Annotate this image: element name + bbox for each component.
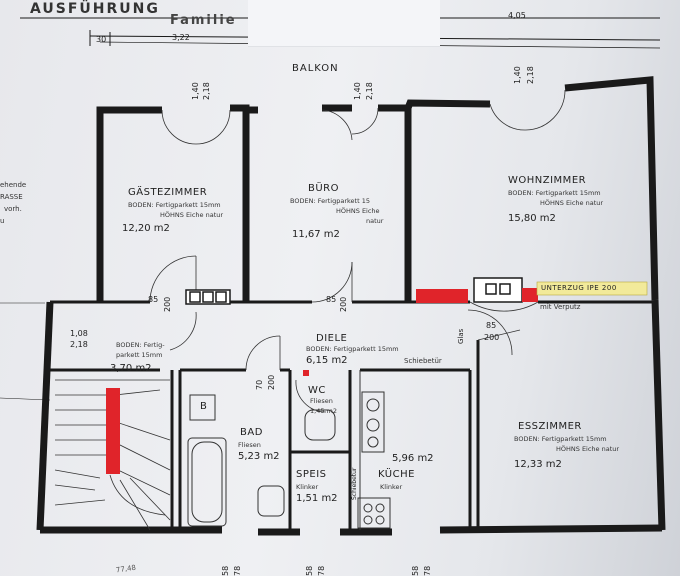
door-dim: 200	[339, 296, 348, 312]
header-subtitle: Familie	[170, 13, 237, 28]
room-floor: BODEN: Fertigparkett 15	[290, 197, 370, 205]
unterzug-highlight	[536, 281, 648, 296]
room-name-esszimmer: ESSZIMMER	[518, 421, 582, 432]
bottom-dim: 78	[233, 565, 242, 576]
verputz-label: mit Verputz	[540, 303, 581, 311]
room-area: 1,51 m2	[296, 493, 338, 504]
window-dim: 1,40	[353, 82, 362, 100]
margin-text: u	[0, 217, 5, 225]
room-floor: HÖHNS Eiche natur	[160, 211, 224, 219]
window-dim: 2,18	[202, 82, 211, 100]
door-dim: 70	[255, 379, 264, 390]
room-floor: HÖHNS Eiche	[336, 207, 380, 215]
door-dim: 85	[326, 295, 337, 304]
door-dim: 1,08	[70, 329, 88, 338]
room-area: 11,67 m2	[292, 229, 340, 240]
room-area: 12,20 m2	[122, 223, 170, 234]
window-dim: 1,40	[191, 82, 200, 100]
room-area: 5,96 m2	[392, 453, 434, 464]
schiebetuer-label: Schiebetür	[404, 357, 442, 365]
bottom-dim: 78	[423, 565, 432, 576]
room-name-diele: DIELE	[316, 333, 348, 344]
door-dim: 2,18	[70, 340, 88, 349]
bath-fixtures	[187, 370, 391, 530]
red-beams	[106, 288, 538, 474]
bottom-dim: 58	[221, 565, 230, 576]
margin-text: RASSE	[0, 193, 23, 201]
margin-text: vorh.	[4, 205, 22, 213]
room-area: 12,33 m2	[514, 459, 562, 470]
room-floor: natur	[366, 217, 384, 225]
door-dim: 200	[163, 296, 172, 312]
glas-label: Glas	[457, 328, 465, 344]
room-floor: BODEN: Fertigparkett 15mm	[128, 201, 221, 209]
room-floor: BODEN: Fertig-	[116, 341, 165, 349]
door-dim: 200	[267, 374, 276, 390]
covered-header-area	[248, 0, 440, 47]
door-dim: 85	[148, 295, 159, 304]
bottom-dim: 78	[317, 565, 326, 576]
room-floor: Klinker	[296, 483, 319, 491]
door-dim: 200	[484, 333, 500, 342]
room-area: 1,45 m2	[310, 407, 338, 415]
window-dim: 2,18	[365, 82, 374, 100]
room-area: 3,70 m2	[110, 363, 152, 374]
door-dim: 85	[486, 321, 497, 330]
room-name-buero: BÜRO	[308, 183, 339, 194]
margin-text: ehende	[0, 181, 27, 189]
window-dim: 2,18	[526, 66, 535, 84]
room-name-speis: SPEIS	[296, 469, 327, 480]
room-floor: Klinker	[380, 483, 403, 491]
chimney-box	[473, 277, 523, 303]
bath-tub-letter: B	[200, 401, 207, 412]
room-name-gaestezimmer: GÄSTEZIMMER	[128, 187, 208, 198]
dim-top-2: 3,22	[172, 33, 190, 42]
room-floor: BODEN: Fertigparkett 15mm	[306, 345, 399, 353]
room-floor: HÖHNS Eiche natur	[556, 445, 620, 453]
room-floor: BODEN: Fertigparkett 15mm	[508, 189, 601, 197]
header-title: AUSFÜHRUNG	[30, 1, 160, 17]
bottom-dim: 58	[305, 565, 314, 576]
balcony-label: BALKON	[292, 63, 339, 74]
room-floor: parkett 15mm	[116, 351, 163, 359]
room-floor: BODEN: Fertigparkett 15mm	[514, 435, 607, 443]
room-area: 15,80 m2	[508, 213, 556, 224]
room-name-wc: WC	[308, 385, 326, 396]
room-area: 6,15 m2	[306, 355, 348, 366]
room-name-bad: BAD	[240, 427, 263, 438]
room-name-kueche: KÜCHE	[378, 469, 415, 480]
bottom-dim: 58	[411, 565, 420, 576]
room-floor: HÖHNS Eiche natur	[540, 199, 604, 207]
dim-top-3: 4,05	[508, 11, 526, 20]
room-floor: Fliesen	[310, 397, 333, 405]
door-swings	[149, 89, 566, 413]
room-area: 5,23 m2	[238, 451, 280, 462]
room-name-wohnzimmer: WOHNZIMMER	[508, 175, 587, 186]
unterzug-label: UNTERZUG IPE 200	[541, 284, 617, 292]
dim-top-1: 30	[96, 35, 107, 44]
window-dim: 1,40	[513, 66, 522, 84]
wall-gaestezimmer	[96, 106, 162, 302]
schiebetuer-vertical: Schiebetür	[351, 467, 358, 500]
room-floor: Fliesen	[238, 441, 261, 449]
